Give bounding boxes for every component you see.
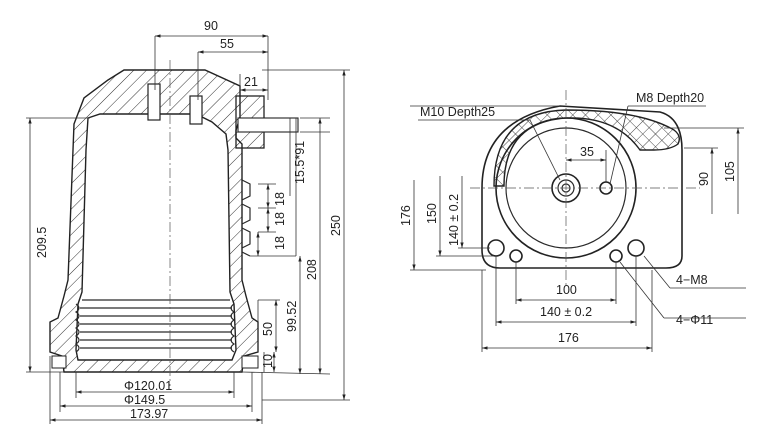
corner-hole-left-a — [487, 239, 505, 257]
top-dimensions — [410, 105, 746, 352]
dim-10: 10 — [261, 354, 275, 368]
dim-18-a: 18 — [273, 192, 287, 206]
dim-140-h: 140 ± 0.2 — [540, 305, 592, 319]
corner-hole-right-b — [609, 249, 623, 263]
dim-d149: Φ149.5 — [124, 393, 165, 407]
dim-150-v: 150 — [425, 203, 439, 224]
corner-hole-left-b — [509, 249, 523, 263]
dim-18-b: 18 — [273, 212, 287, 226]
label-m8: M8 Depth20 — [636, 91, 704, 105]
dim-173: 173.97 — [130, 407, 168, 421]
dim-21: 21 — [244, 75, 258, 89]
stud-left — [147, 83, 161, 121]
flange-outline — [481, 105, 683, 269]
side-view: 90 55 21 15.5*91 18 18 18 209.5 250 208 … — [26, 19, 350, 424]
dim-208: 208 — [305, 259, 319, 280]
dim-55: 55 — [220, 37, 234, 51]
dim-140-v: 140 ± 0.2 — [447, 194, 461, 246]
label-4m8: 4−M8 — [676, 273, 708, 287]
side-inner-cavity — [75, 113, 237, 361]
dim-250: 250 — [329, 215, 343, 236]
dim-35: 35 — [580, 145, 594, 159]
dim-90-v: 90 — [697, 172, 711, 186]
side-dimensions — [26, 34, 350, 424]
dim-50: 50 — [261, 322, 275, 336]
dim-d120: Φ120.01 — [124, 379, 172, 393]
dim-105-v: 105 — [723, 161, 737, 182]
dim-90: 90 — [204, 19, 218, 33]
label-m10: M10 Depth25 — [420, 105, 495, 119]
dim-176-h: 176 — [558, 331, 579, 345]
fins — [241, 179, 251, 257]
stud-right — [189, 95, 203, 125]
dim-18-c: 18 — [273, 236, 287, 250]
corner-hole-right-a — [627, 239, 645, 257]
dim-15-5-91: 15.5*91 — [293, 141, 307, 184]
top-view: M10 Depth25 M8 Depth20 35 100 140 ± 0.2 … — [399, 90, 746, 352]
thread-lines — [74, 299, 236, 353]
dim-99-52: 99.52 — [285, 301, 299, 332]
label-4d11: 4−Φ11 — [676, 313, 713, 327]
dim-209-5: 209.5 — [35, 227, 49, 258]
dim-100: 100 — [556, 283, 577, 297]
dim-176-v: 176 — [399, 205, 413, 226]
